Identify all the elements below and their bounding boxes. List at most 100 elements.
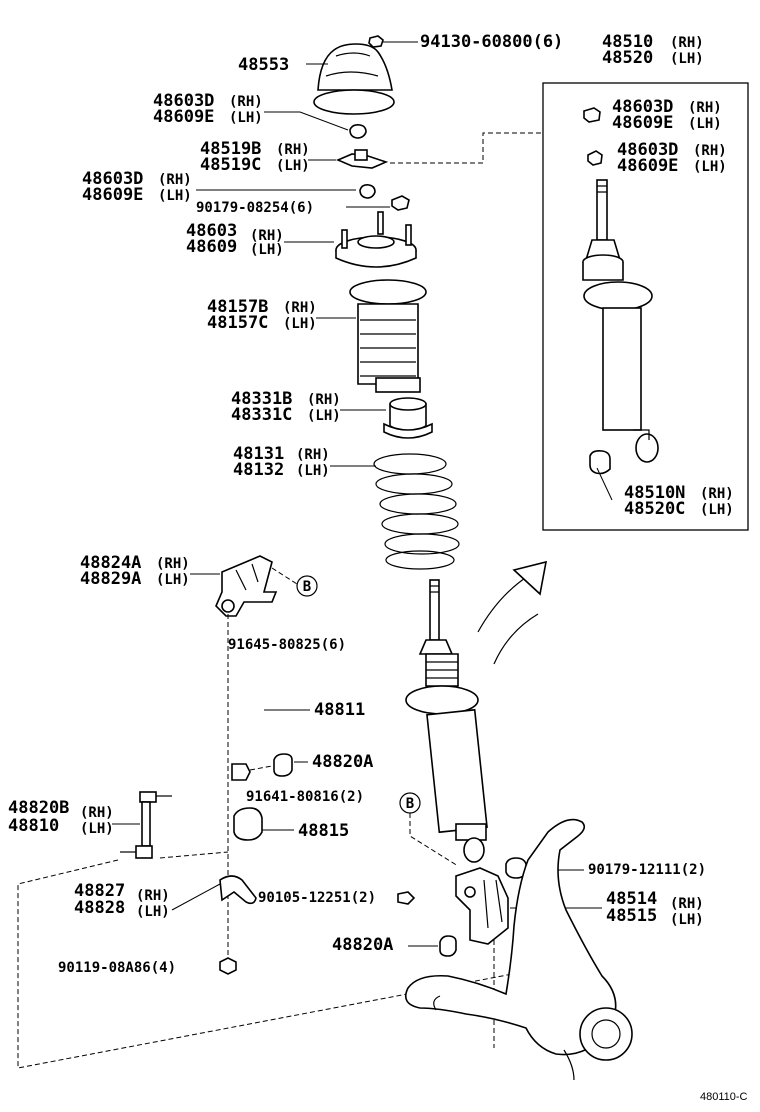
rh-suffix: (RH) (307, 392, 341, 408)
shock-absorber-box-icon (582, 179, 659, 463)
lh-suffix: (LH) (670, 51, 704, 67)
cover-nut-side-rh-label[interactable]: 48603D (153, 91, 214, 111)
lh-suffix: (LH) (136, 904, 170, 920)
bolt-e-label[interactable]: 90119-08A86(4) (58, 960, 176, 976)
lh-suffix: (LH) (156, 572, 190, 588)
lh-suffix: (LH) (693, 159, 727, 175)
rh-suffix: (RH) (276, 142, 310, 158)
bolt-a-icon (391, 195, 410, 211)
lh-suffix: (LH) (283, 316, 317, 332)
bolt-d-label[interactable]: 90105-12251(2) (258, 890, 376, 906)
rh-suffix: (RH) (670, 35, 704, 51)
rh-suffix: (RH) (283, 300, 317, 316)
upper-mount-cover-icon (313, 43, 395, 115)
nut-b-lh-label[interactable]: 48609E (82, 185, 143, 205)
stabilizer-bar-icon (142, 670, 265, 781)
ref-b-label-2: B (406, 796, 414, 812)
bolt-d-icon (397, 891, 416, 905)
cover-nut-icon (368, 35, 384, 48)
arm-rh-label[interactable]: 48514 (606, 889, 657, 909)
box-bushing-rh-label[interactable]: 48510N (624, 483, 685, 503)
box-nut1-rh-label[interactable]: 48603D (612, 97, 673, 117)
coil-spring-icon (373, 453, 460, 570)
lh-suffix: (LH) (158, 188, 192, 204)
box-nut2-rh-label[interactable]: 48603D (617, 140, 678, 160)
lh-suffix: (LH) (688, 116, 722, 132)
nut-b-rh-label[interactable]: 48603D (82, 169, 143, 189)
bump-stopper-icon (349, 279, 427, 393)
nut-b-icon (359, 184, 376, 199)
link-rh-label[interactable]: 48820B (8, 798, 69, 818)
upper-mount-cover-label[interactable]: 48553 (238, 55, 289, 75)
rh-suffix: (RH) (136, 888, 170, 904)
rh-suffix: (RH) (670, 896, 704, 912)
lh-suffix: (LH) (80, 821, 114, 837)
link-lh-label[interactable]: 48810 (8, 816, 59, 836)
shock-absorber-icon (405, 579, 488, 863)
side-nut-icon (349, 124, 367, 139)
rh-suffix: (RH) (693, 143, 727, 159)
lh-suffix: (LH) (229, 110, 263, 126)
bolt-b-label[interactable]: 91645-80825(6) (228, 637, 346, 653)
clamp-icon (219, 875, 257, 905)
bolt-a-label[interactable]: 90179-08254(6) (196, 200, 314, 216)
rh-suffix: (RH) (156, 556, 190, 572)
box-nut1-lh-label[interactable]: 48609E (612, 113, 673, 133)
lh-suffix: (LH) (307, 408, 341, 424)
bracket-rh-label[interactable]: 48519B (200, 139, 261, 159)
bolt-f-label[interactable]: 90179-12111(2) (588, 862, 706, 878)
rh-suffix: (RH) (296, 447, 330, 463)
bracket-icon (335, 149, 389, 169)
clamp-rh-label[interactable]: 48827 (74, 881, 125, 901)
ref-b-label-1: B (303, 579, 311, 595)
nut-48820a-label[interactable]: 48820A (332, 935, 393, 955)
rh-suffix: (RH) (80, 805, 114, 821)
box-nut-2-icon (587, 150, 603, 166)
lh-suffix: (LH) (276, 158, 310, 174)
insulator-lh-label[interactable]: 48331C (231, 405, 292, 425)
support-rh-label[interactable]: 48603 (186, 221, 237, 241)
rh-suffix: (RH) (250, 228, 284, 244)
spring-lh-label[interactable]: 48132 (233, 460, 284, 480)
bracket-lh-label[interactable]: 48519C (200, 155, 261, 175)
lh-suffix: (LH) (250, 242, 284, 258)
rh-suffix: (RH) (158, 172, 192, 188)
lower-arm-bracket-icon (455, 867, 509, 945)
shock-assy-box (542, 82, 749, 531)
cover-nut-side-lh-label[interactable]: 48609E (153, 107, 214, 127)
rh-suffix: (RH) (700, 486, 734, 502)
bumper-rh-label[interactable]: 48157B (207, 297, 268, 317)
cover-nut-label[interactable]: 94130-60800(6) (420, 32, 563, 52)
stab-bush-label[interactable]: 48820A (312, 752, 373, 772)
lh-suffix: (LH) (296, 463, 330, 479)
rh-suffix: (RH) (229, 94, 263, 110)
shock-assy-rh-label[interactable]: 48510 (602, 32, 653, 52)
lower-nut-icon (439, 935, 457, 957)
spring-insulator-icon (383, 397, 433, 439)
clamp-lh-label[interactable]: 48828 (74, 898, 125, 918)
support-lh-label[interactable]: 48609 (186, 237, 237, 257)
steering-knuckle-icon (404, 818, 633, 1081)
bush-48815-label[interactable]: 48815 (298, 821, 349, 841)
arm-lh-label[interactable]: 48515 (606, 906, 657, 926)
bolt-c-label[interactable]: 91641-80816(2) (246, 789, 364, 805)
rh-suffix: (RH) (688, 100, 722, 116)
insulator-rh-label[interactable]: 48331B (231, 389, 292, 409)
arrow-icon (477, 560, 548, 665)
bumper-lh-label[interactable]: 48157C (207, 313, 268, 333)
bolt-e-icon (219, 957, 237, 975)
spring-rh-label[interactable]: 48131 (233, 444, 284, 464)
box-bushing-lh-label[interactable]: 48520C (624, 499, 685, 519)
figure-code-label: 480110-C (700, 1091, 748, 1103)
stabilizer-bar-label[interactable]: 48811 (314, 700, 365, 720)
stabilizer-link-icon (120, 791, 172, 859)
box-nut2-lh-label[interactable]: 48609E (617, 156, 678, 176)
shock-assy-lh-label[interactable]: 48520 (602, 48, 653, 68)
stabilizer-bracket-icon (215, 555, 278, 617)
stab-bush-icon (273, 753, 293, 777)
lh-suffix: (LH) (700, 502, 734, 518)
bracket-stab-rh-label[interactable]: 48824A (80, 553, 141, 573)
stab-bushing-icon (233, 807, 263, 841)
bracket-stab-lh-label[interactable]: 48829A (80, 569, 141, 589)
